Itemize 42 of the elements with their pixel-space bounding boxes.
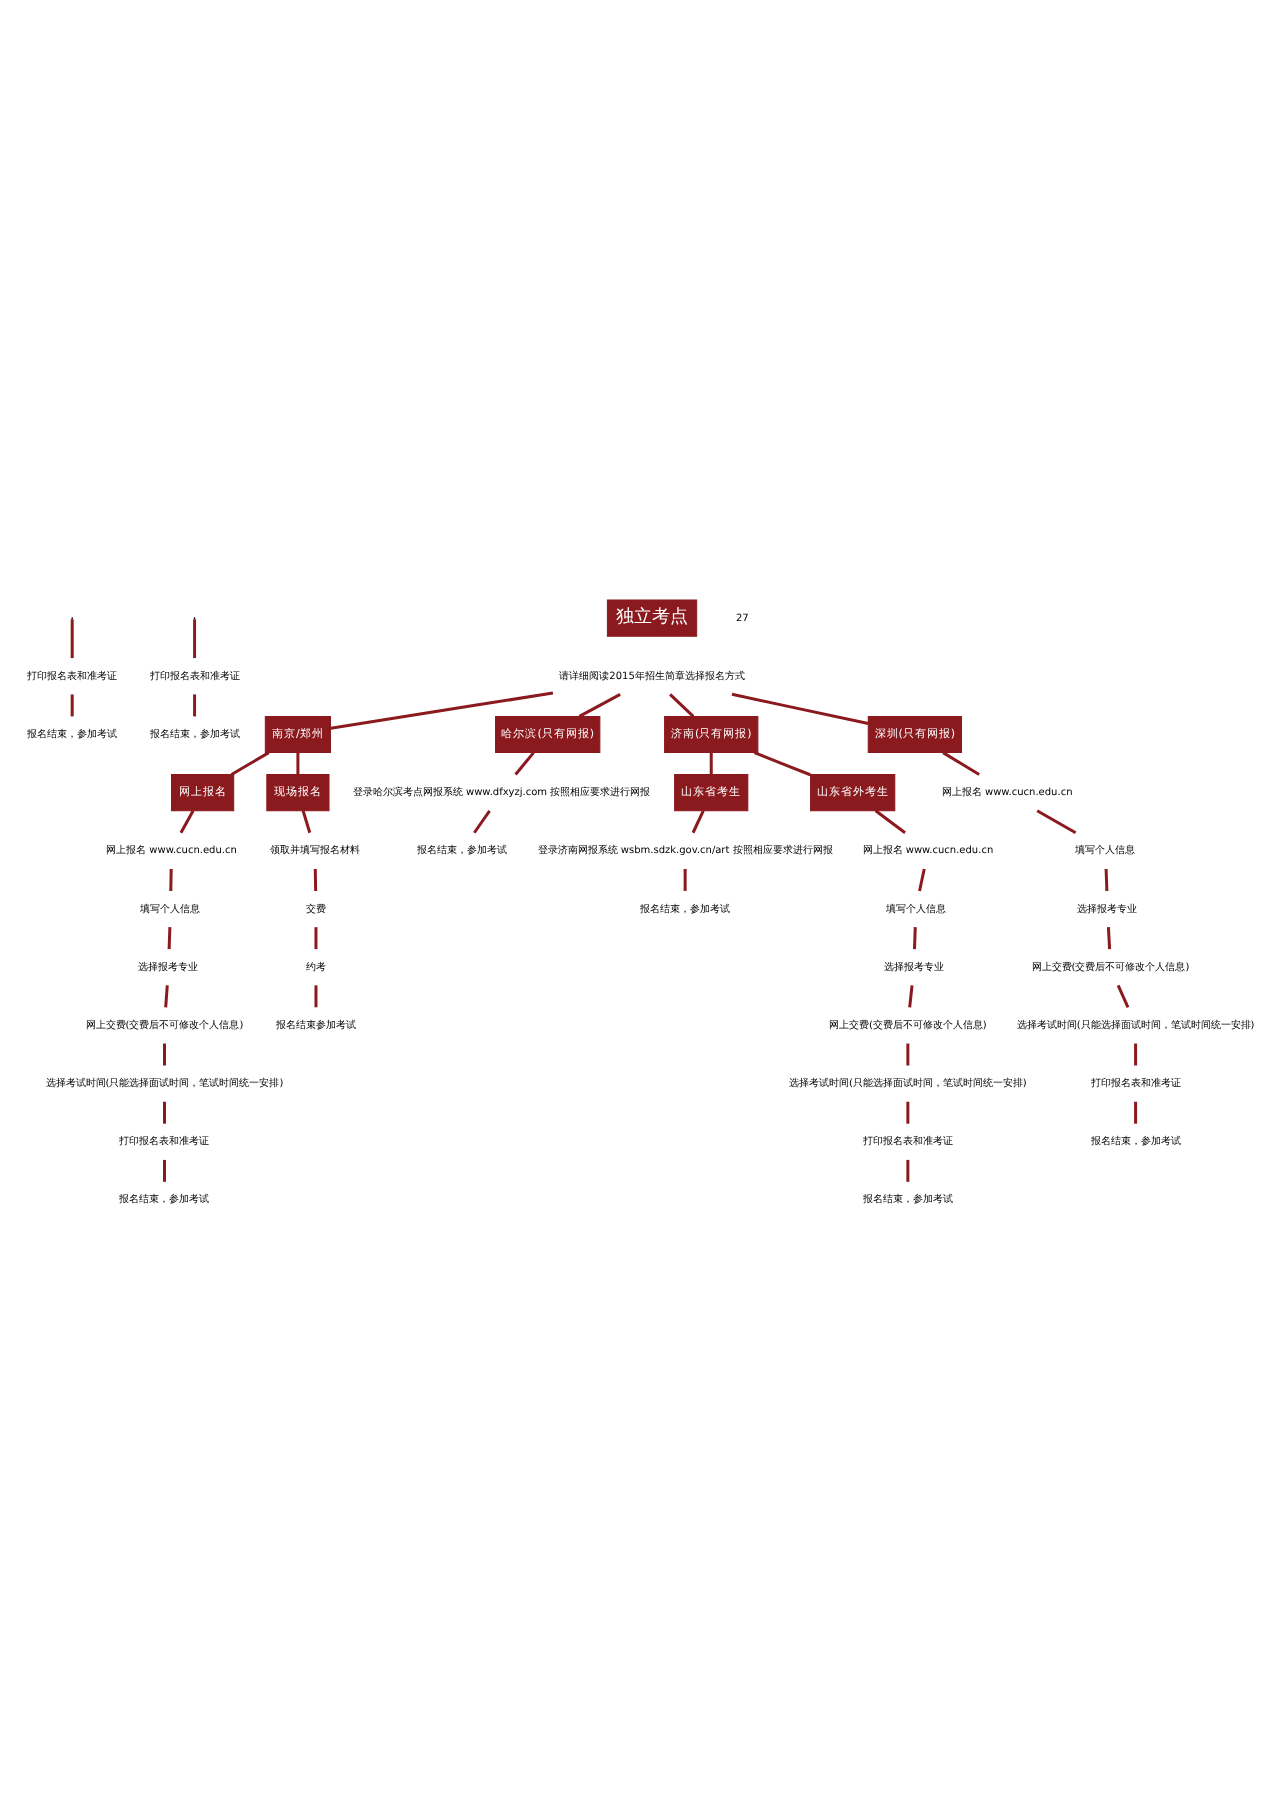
connector	[874, 809, 906, 834]
node-box: 独立考点	[606, 599, 698, 637]
connector	[230, 751, 270, 776]
connector	[1134, 1101, 1138, 1124]
connector	[162, 1159, 166, 1182]
connector	[731, 692, 869, 725]
connector	[167, 927, 172, 950]
connector	[193, 619, 197, 659]
connector	[193, 694, 197, 717]
connector	[669, 693, 695, 718]
connector	[906, 1043, 910, 1066]
connector	[314, 927, 318, 950]
connector	[906, 1159, 910, 1182]
connector	[1106, 927, 1112, 950]
connector	[1104, 868, 1109, 891]
connector	[906, 1101, 910, 1124]
connector	[162, 1101, 166, 1124]
connector	[908, 985, 914, 1008]
connector	[330, 691, 554, 730]
connector	[514, 751, 535, 776]
connector	[1036, 809, 1077, 835]
connector	[578, 693, 621, 718]
connector	[691, 810, 705, 834]
connector	[162, 1043, 166, 1066]
connector	[1134, 1043, 1138, 1066]
connector	[753, 751, 811, 777]
connector	[473, 809, 491, 834]
connector	[70, 694, 74, 717]
connector	[169, 868, 173, 891]
connector	[1116, 984, 1130, 1008]
connector	[296, 752, 300, 775]
connector	[709, 752, 713, 775]
connector	[942, 751, 980, 776]
connector	[70, 619, 74, 659]
connector	[314, 985, 318, 1008]
connector	[164, 985, 169, 1008]
connector	[313, 868, 318, 891]
connector	[683, 869, 687, 891]
connector	[913, 927, 917, 950]
connector	[918, 868, 926, 892]
connector	[301, 810, 312, 834]
connector	[179, 810, 195, 834]
